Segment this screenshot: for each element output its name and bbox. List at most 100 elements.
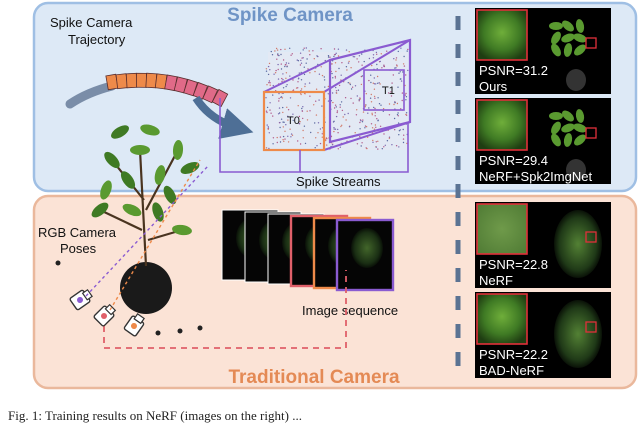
spike-dot (374, 97, 376, 100)
spike-dot (319, 128, 322, 130)
spike-dot (347, 62, 350, 64)
spike-dot (359, 128, 361, 130)
spike-dot (282, 126, 284, 128)
spike-dot (272, 143, 274, 145)
spike-dot (352, 56, 354, 58)
render-blurred-plant (554, 210, 602, 278)
spike-dot (301, 110, 304, 112)
spike-dot (356, 143, 359, 145)
spike-dot (290, 116, 292, 118)
spike-dot (292, 113, 294, 115)
spike-dot (380, 53, 382, 55)
spike-dot (285, 62, 288, 64)
spike-dot (361, 53, 363, 55)
spike-dot (327, 85, 330, 88)
spike-dot (352, 102, 354, 104)
render-leaf (575, 19, 585, 33)
spike-dot (297, 87, 299, 89)
spike-dot (272, 84, 274, 87)
spike-dot (266, 111, 268, 114)
spike-dot (374, 124, 377, 126)
leaf (122, 203, 142, 217)
spike-dot (375, 126, 377, 128)
spike-dot (337, 148, 339, 150)
spike-dot (321, 133, 323, 135)
spike-dot (345, 66, 348, 68)
spike-dot (267, 65, 270, 68)
spike-dot (339, 146, 341, 148)
spike-dot (335, 106, 337, 108)
spike-dot (282, 87, 285, 89)
spike-dot (349, 83, 351, 86)
spike-dot (331, 72, 333, 75)
spike-dot (300, 62, 303, 64)
spike-trajectory-band (105, 72, 229, 108)
spike-dot (279, 141, 282, 143)
psnr-value: PSNR=22.2 (479, 347, 548, 362)
spike-dot (326, 144, 328, 146)
rgb-poses-label-line2: Poses (60, 241, 97, 256)
spike-dot (283, 140, 285, 143)
spike-dot (282, 59, 285, 61)
spike-dot (405, 96, 408, 98)
rgb-poses-label-line1: RGB Camera (38, 225, 117, 240)
spike-dot (393, 58, 395, 60)
spike-dot (304, 83, 306, 85)
spike-dot (320, 66, 322, 68)
spike-dot (290, 54, 292, 56)
spike-dot (288, 62, 290, 64)
spike-dot (373, 77, 375, 79)
spike-dot (292, 89, 295, 91)
spike-dot (360, 83, 363, 86)
leaf (130, 145, 150, 155)
spike-dot (364, 127, 366, 129)
spike-dot (368, 57, 371, 60)
spike-dot (358, 55, 361, 57)
spike-dot (402, 71, 404, 73)
spike-dot (316, 145, 318, 147)
leaf (111, 125, 129, 139)
spike-dot (269, 69, 271, 71)
spike-dot (370, 81, 372, 84)
spike-dot (269, 109, 271, 111)
render-leaf (573, 33, 587, 43)
plant-leaves (91, 124, 200, 236)
spike-dot (267, 126, 269, 128)
spike-dot (310, 131, 312, 134)
leaf (104, 151, 120, 169)
spike-dot (278, 112, 281, 114)
trajectory-segment (115, 73, 129, 90)
spike-dot (391, 144, 393, 146)
leaf (100, 180, 112, 200)
plant-pot (120, 262, 172, 314)
spike-dot (337, 55, 340, 57)
figure-caption: Fig. 1: Training results on NeRF (images… (8, 408, 302, 423)
spike-dot (268, 82, 270, 84)
spike-dot (388, 103, 391, 105)
spike-dot (336, 111, 338, 114)
spike-dot (379, 125, 382, 128)
spike-dot (375, 83, 377, 85)
spike-dot (373, 83, 376, 85)
connector-back (300, 122, 409, 173)
spike-dot (396, 65, 398, 67)
spike-dot (292, 79, 294, 81)
spike-dot (373, 106, 375, 109)
spike-dot (365, 126, 368, 128)
spike-dot (319, 142, 322, 145)
spike-dot (383, 64, 385, 66)
spike-dot (279, 126, 281, 129)
spike-dot (323, 79, 326, 81)
spike-dot (281, 80, 283, 83)
spike-dot (361, 142, 363, 144)
spike-dot (407, 48, 409, 51)
spike-dot (285, 63, 287, 66)
spike-dot (405, 92, 407, 95)
spike-dot (396, 114, 399, 116)
spike-dot (333, 48, 336, 50)
spike-dot (304, 85, 306, 88)
spike-dot (386, 140, 389, 142)
spike-dot (298, 72, 300, 74)
method-name: NeRF+Spk2ImgNet (479, 169, 592, 184)
